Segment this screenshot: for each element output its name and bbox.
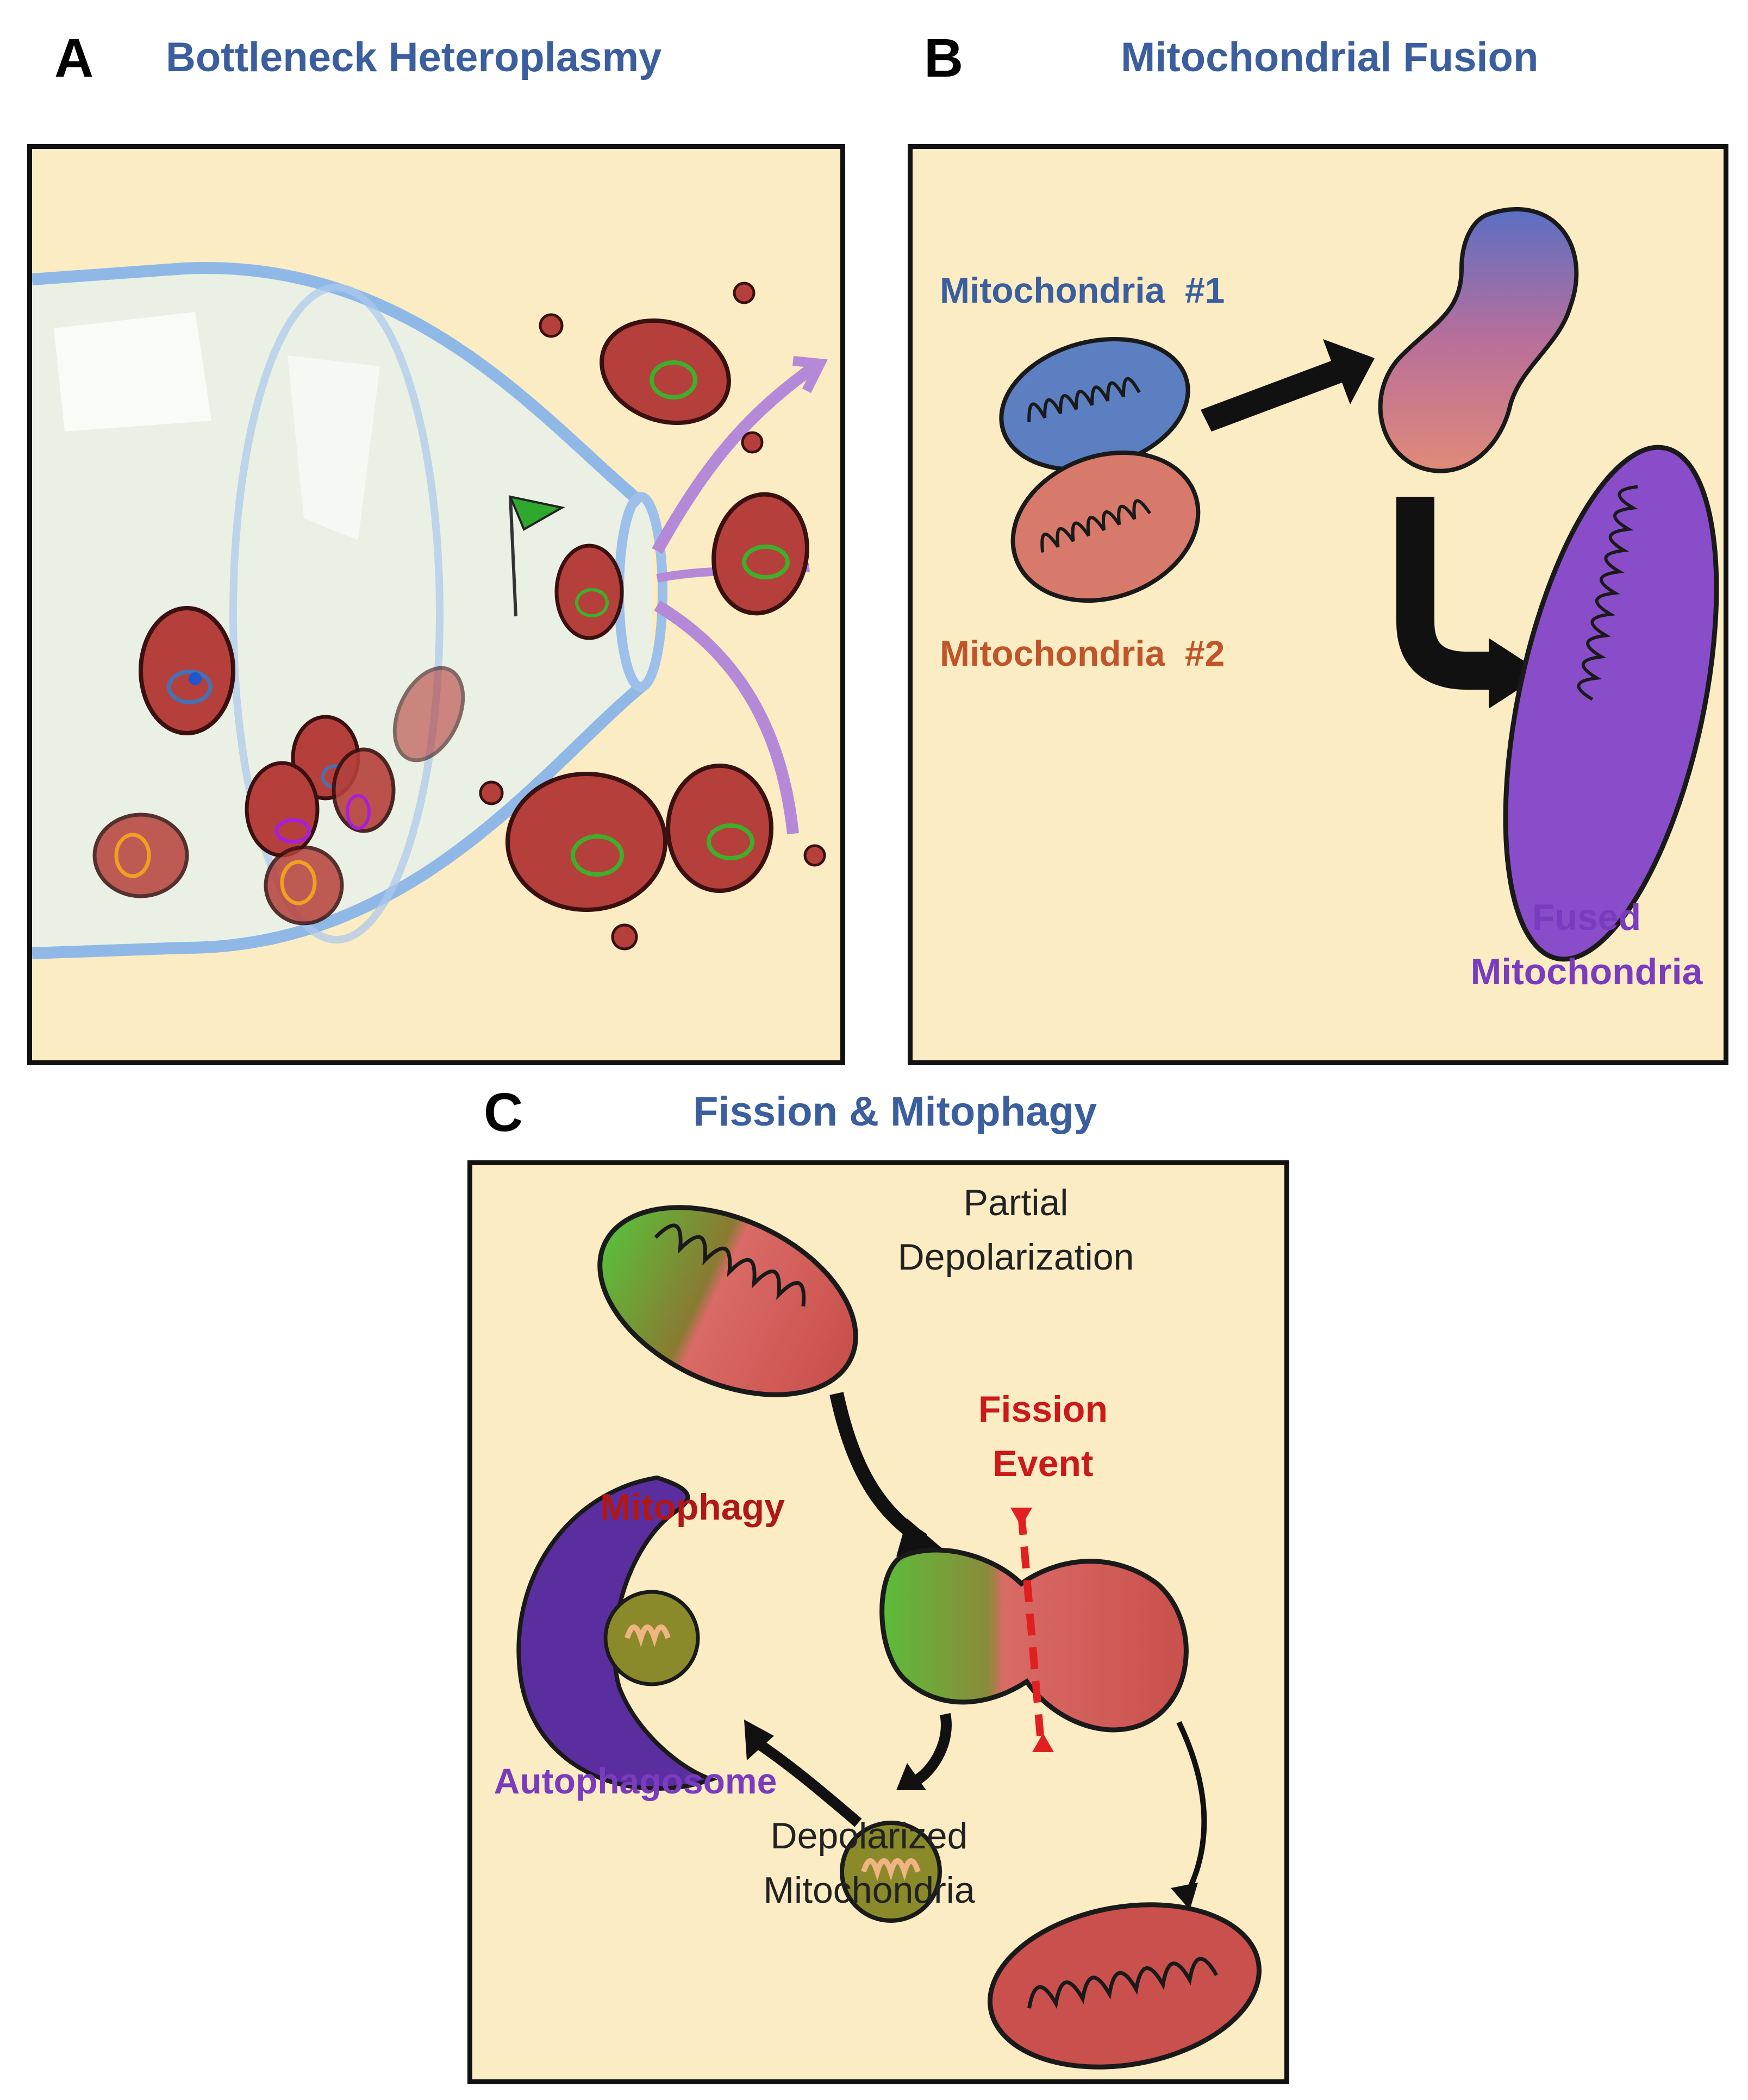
panel-a-letter: A: [54, 28, 94, 89]
panel-c-fission-mitophagy: Partial Depolarization Fission Event Mit…: [467, 1160, 1289, 2084]
fusion-illustration: [999, 207, 1719, 962]
partial-depolarization-line2: Depolarization: [897, 1236, 1134, 1278]
mitochondria-1-label: Mitochondria #1: [940, 270, 1225, 310]
mito-character-flag-bearer: [508, 495, 624, 640]
arrow-to-fusing: [1201, 339, 1375, 432]
autophagosome-label: Autophagosome: [494, 1761, 777, 1801]
panel-b-letter: B: [924, 28, 964, 89]
mito-character-exiting-4: [666, 764, 826, 893]
fission-event-line1: Fission: [978, 1389, 1108, 1430]
depolarized-label-line1: Depolarized: [770, 1815, 968, 1857]
fused-mitochondrion: [1503, 445, 1719, 962]
fused-label-line1: Fused: [1532, 897, 1641, 938]
arrow-to-fused: [1396, 497, 1494, 690]
green-flag: [508, 495, 565, 531]
depolarized-mitochondrion: [840, 1821, 942, 1923]
mito-character-exiting-1: [539, 282, 764, 454]
fission-event-line2: Event: [992, 1443, 1094, 1484]
healthy-mitochondrion: [988, 1902, 1262, 2070]
partially-depolarized-mitochondrion: [597, 1205, 858, 1397]
mito-cluster-inside: [92, 666, 465, 926]
panel-b-title: Mitochondrial Fusion: [1121, 34, 1539, 80]
panel-b-fusion: Mitochondria #1 Mitochondria #2 Fused Mi…: [908, 144, 1728, 1065]
mito-character-exiting-2: [711, 492, 809, 616]
panel-a-bottleneck: [27, 144, 845, 1065]
partial-depolarization-line1: Partial: [963, 1182, 1069, 1223]
panel-c-letter: C: [484, 1082, 523, 1143]
fused-label-line2: Mitochondria: [1470, 951, 1703, 992]
fission-dashed-line: [1017, 1512, 1044, 1736]
mito-character-exiting-3: [479, 772, 667, 951]
depolarized-label-line2: Mitochondria: [763, 1870, 975, 1911]
autophagosome: [516, 1475, 719, 1791]
mitophagy-label: Mitophagy: [600, 1486, 785, 1528]
mitochondria-2-label: Mitochondria #2: [940, 633, 1225, 673]
bottleneck-illustration: [32, 262, 828, 959]
bottleneck-flask: [32, 268, 652, 954]
fission-arrow-top: [1010, 1508, 1032, 1527]
panel-a-title: Bottleneck Heteroplasmy: [166, 34, 662, 80]
fission-illustration: [516, 1205, 1262, 2070]
arrow-to-fission: [829, 1392, 927, 1547]
mitochondria-2-red: [1010, 450, 1201, 603]
mito-character-inside-blue: [139, 606, 235, 735]
fusing-mitochondrion: [1378, 207, 1579, 473]
fission-mitochondrion: [879, 1547, 1189, 1733]
fission-arrow-bottom: [1032, 1733, 1054, 1752]
panel-c-title: Fission & Mitophagy: [693, 1089, 1097, 1135]
